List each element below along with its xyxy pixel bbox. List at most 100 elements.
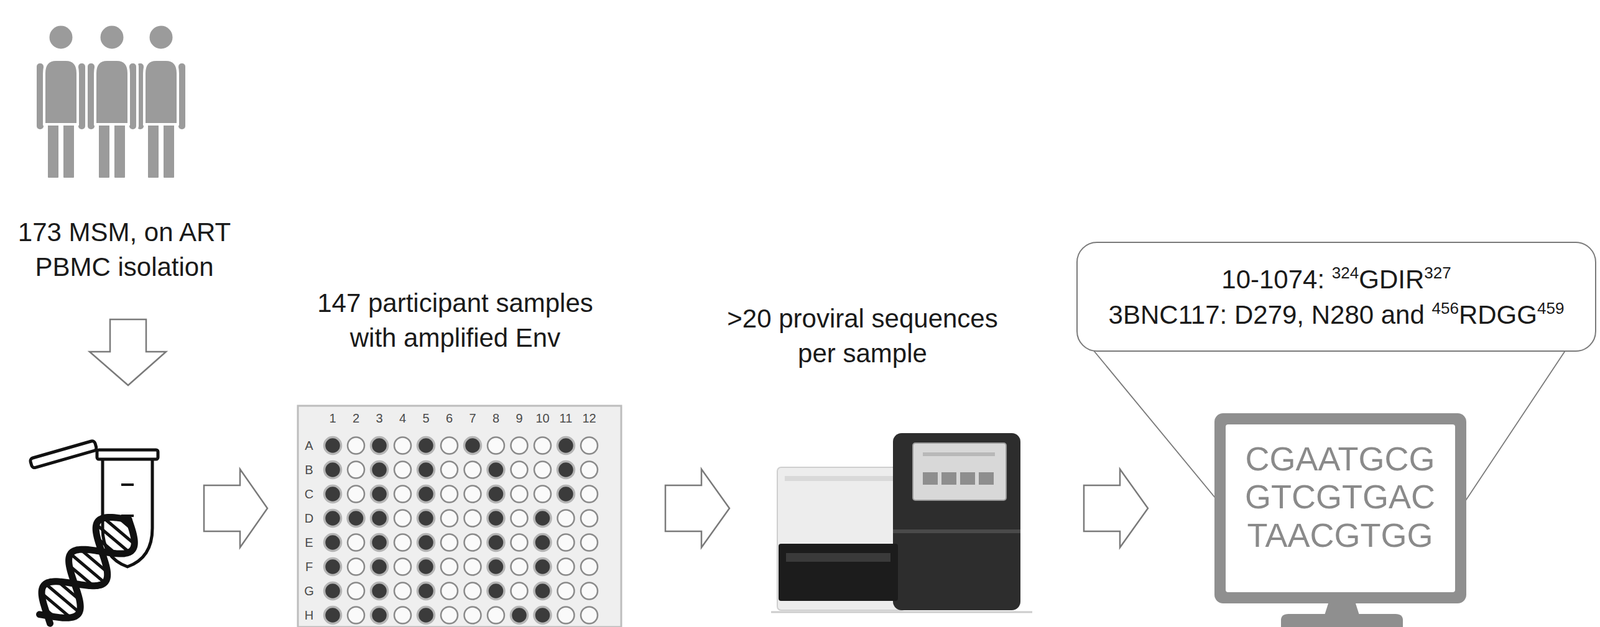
plate-well (487, 534, 505, 552)
plate-well (511, 534, 528, 552)
plate-frame (297, 406, 622, 627)
plate-well (417, 437, 435, 455)
plate-column-number: 1 (321, 411, 344, 426)
plate-well (347, 510, 365, 528)
plate-well (464, 559, 482, 576)
plate-well (440, 583, 458, 601)
plate-well (534, 462, 551, 479)
plate-well (394, 510, 412, 528)
plate-well (417, 583, 435, 601)
block-arrow (1083, 469, 1148, 548)
callout-text: 10-1074: 324GDIR327 (1221, 261, 1451, 298)
plate-well (347, 486, 365, 504)
plate-well (440, 510, 458, 528)
plate-well (394, 583, 412, 601)
plate-well (580, 462, 598, 479)
plate-well (347, 534, 365, 552)
plate-well (511, 462, 528, 479)
plate-column-number: 6 (438, 411, 461, 426)
plate-well (557, 583, 575, 601)
plate-well (580, 583, 598, 601)
plate-well (534, 437, 551, 455)
plate-well (487, 607, 505, 625)
plate-well (347, 437, 365, 455)
callout-leader (1089, 345, 1231, 517)
block-arrow (665, 469, 730, 548)
plate-well (324, 534, 342, 552)
plate-column-number: 2 (345, 411, 368, 426)
block-arrow (203, 469, 268, 548)
plate-column-number: 3 (368, 411, 391, 426)
plate-column-number: 9 (508, 411, 531, 426)
plate-well (440, 462, 458, 479)
plate-well (487, 583, 505, 601)
plate-well (394, 462, 412, 479)
sequence-text: GTCGTGAC (1228, 478, 1453, 515)
plate-well (580, 607, 598, 625)
plate-well (580, 534, 598, 552)
step-caption: 173 MSM, on ART PBMC isolation (0, 215, 249, 285)
plate-column-number: 4 (391, 411, 415, 426)
sequence-text: TAACGTGG (1228, 517, 1453, 554)
person-figure (86, 24, 138, 180)
plate-well (371, 462, 389, 479)
plate-column-number: 5 (414, 411, 438, 426)
plate-row-letter: F (301, 559, 317, 575)
plate-well (324, 559, 342, 576)
plate-well (417, 534, 435, 552)
plate-well (464, 486, 482, 504)
plate-well (394, 534, 412, 552)
plate-well (324, 607, 342, 625)
plate-well (324, 486, 342, 504)
plate-well (371, 583, 389, 601)
dna-strand (39, 519, 135, 619)
plate-well (324, 583, 342, 601)
plate-well (440, 607, 458, 625)
plate-column-number: 10 (531, 411, 555, 426)
plate-well (371, 534, 389, 552)
plate-well (464, 583, 482, 601)
plate-well (511, 559, 528, 576)
plate-row-letter: B (301, 462, 317, 478)
plate-column-number: 11 (554, 411, 578, 426)
plate-well (557, 486, 575, 504)
plate-well (371, 510, 389, 528)
plate-well (464, 534, 482, 552)
plate-well (440, 437, 458, 455)
plate-column-number: 7 (461, 411, 484, 426)
plate-well (557, 437, 575, 455)
plate-well (557, 462, 575, 479)
plate-well (557, 510, 575, 528)
person-figure (135, 24, 187, 180)
plate-well (511, 607, 528, 625)
plate-well (464, 607, 482, 625)
plate-row-letter: A (301, 438, 317, 454)
plate-well (440, 534, 458, 552)
plate-well (440, 486, 458, 504)
plate-well (347, 462, 365, 479)
block-arrow (89, 319, 167, 386)
plate-well (580, 486, 598, 504)
plate-well (557, 534, 575, 552)
plate-well (324, 510, 342, 528)
plate-row-letter: H (301, 608, 317, 624)
plate-well (371, 607, 389, 625)
plate-well (417, 510, 435, 528)
plate-well (440, 559, 458, 576)
plate-well (534, 583, 551, 601)
plate-well (347, 583, 365, 601)
sequence-text: CGAATGCG (1228, 440, 1453, 477)
plate-well (371, 437, 389, 455)
plate-well (487, 462, 505, 479)
plate-well (580, 559, 598, 576)
plate-well (371, 559, 389, 576)
computer-monitor (1214, 413, 1467, 627)
plate-well (464, 462, 482, 479)
plate-well (534, 510, 551, 528)
people-icon (35, 24, 187, 180)
plate-well (394, 486, 412, 504)
plate-well (347, 559, 365, 576)
plate-well (534, 559, 551, 576)
